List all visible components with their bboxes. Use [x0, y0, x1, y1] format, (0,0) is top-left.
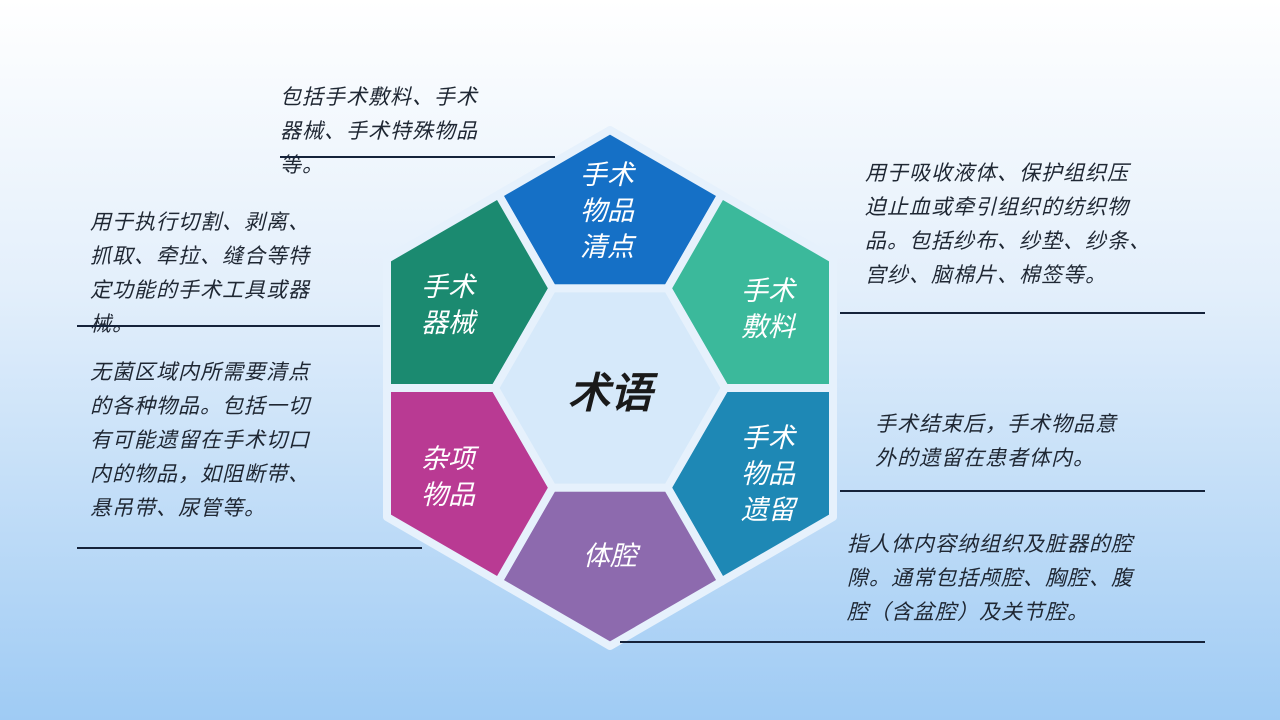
divider-line — [620, 641, 1205, 643]
description-dressing: 用于吸收液体、保护组织压 迫止血或牵引组织的纺织物 品。包括纱布、纱垫、纱条、 … — [865, 161, 1151, 287]
description-cavity: 指人体内容纳组织及脏器的腔 隙。通常包括颅腔、胸腔、腹 腔（含盆腔）及关节腔。 — [847, 532, 1133, 624]
divider-line — [280, 156, 555, 158]
divider-line — [77, 547, 422, 549]
segment-label-misc: 杂项 物品 — [421, 444, 475, 511]
divider-line — [840, 312, 1205, 314]
segment-label-dressing: 手术 敷料 — [741, 276, 795, 343]
segment-label-instruments: 手术 器械 — [421, 272, 475, 339]
segment-label-retained: 手术 物品 遗留 — [741, 423, 795, 526]
segment-label-count: 手术 物品 清点 — [580, 160, 634, 263]
description-misc: 无菌区域内所需要清点 的各种物品。包括一切 有可能遗留在手术切口 内的物品，如阻… — [90, 360, 310, 520]
center-hexagon — [491, 284, 729, 492]
description-count: 包括手术敷料、手术 器械、手术特殊物品 等。 — [280, 85, 478, 177]
divider-line — [77, 325, 380, 327]
description-retained: 手术结束后，手术物品意 外的遗留在患者体内。 — [875, 412, 1117, 470]
description-instruments: 用于执行切割、剥离、 抓取、牵拉、缝合等特 定功能的手术工具或器 械。 — [90, 210, 310, 336]
center-title: 术语 — [567, 368, 653, 418]
segment-label-cavity: 体腔 — [583, 541, 637, 572]
divider-line — [840, 490, 1205, 492]
segment-surgical-instruments — [383, 190, 557, 392]
